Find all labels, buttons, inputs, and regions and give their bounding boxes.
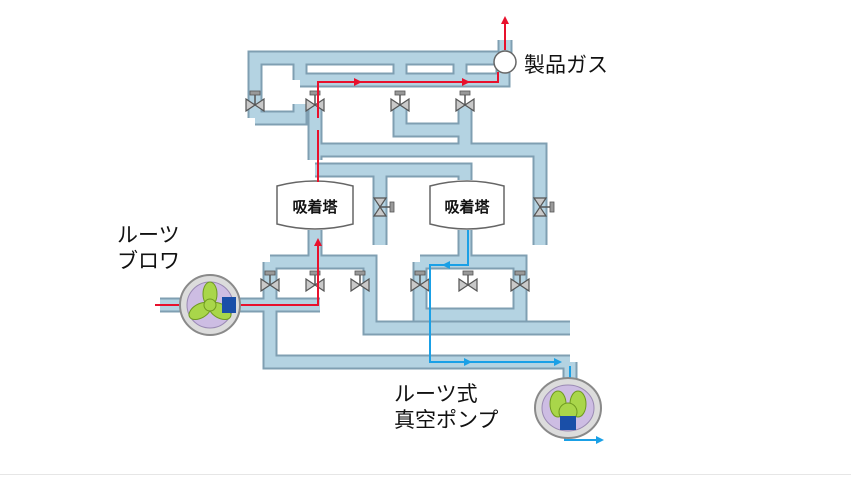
valve-icon xyxy=(510,270,530,293)
product-gas-outlet xyxy=(493,50,517,74)
valve-icon xyxy=(390,90,410,113)
tower-left-label: 吸着塔 xyxy=(292,198,338,216)
feed-flow-to-outlet xyxy=(468,72,499,83)
roots-pump-label-line1: ルーツ式 xyxy=(394,382,478,406)
valve-group xyxy=(245,90,555,293)
vacuum-flow-from-tower xyxy=(429,230,562,366)
product-gas-label: 製品ガス xyxy=(524,53,608,77)
adsorption-tower-left: 吸着塔 xyxy=(276,180,354,230)
roots-vacuum-pump xyxy=(534,377,602,439)
feed-flow-to-header xyxy=(317,78,362,118)
valve-icon xyxy=(532,197,555,217)
roots-pump-label-line2: 真空ポンプ xyxy=(394,408,499,432)
roots-blower-label-line1: ルーツ xyxy=(117,223,180,247)
gas-outlet-icon xyxy=(493,50,517,74)
adsorption-tower-right: 吸着塔 xyxy=(429,180,505,230)
feed-flow-to-tower xyxy=(226,238,322,306)
tower-right-label: 吸着塔 xyxy=(444,198,490,216)
valve-icon xyxy=(458,270,478,293)
valve-icon xyxy=(372,197,395,217)
adsorption-tower-icon xyxy=(429,180,505,230)
roots-blower-icon xyxy=(179,274,241,336)
valve-icon xyxy=(455,90,475,113)
roots-blower-label-line2: ブロワ xyxy=(117,249,180,273)
valve-icon xyxy=(260,270,280,293)
valve-icon xyxy=(305,270,325,293)
valve-icon xyxy=(245,90,265,113)
bottom-divider xyxy=(0,474,851,475)
roots-vacuum-pump-icon xyxy=(534,377,602,439)
valve-icon xyxy=(350,270,370,293)
adsorption-tower-icon xyxy=(276,180,354,230)
roots-blower xyxy=(179,274,241,336)
